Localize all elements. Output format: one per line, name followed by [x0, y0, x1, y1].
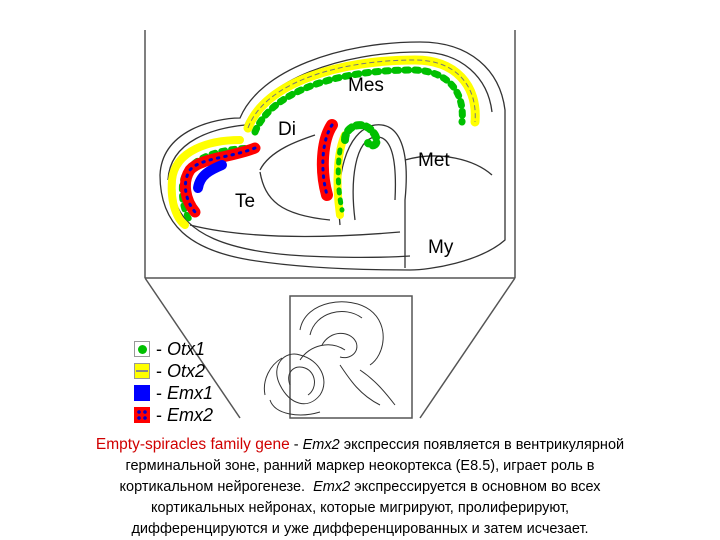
otx1-band-di	[341, 121, 381, 150]
legend-item-otx2: - Otx2	[134, 360, 213, 382]
label-telencephalon: Te	[235, 191, 256, 212]
otx2-band-te	[167, 136, 244, 229]
caption-text-1: экспрессия появляется в вентрикулярной	[339, 437, 625, 453]
otx1-dots-di	[335, 147, 345, 213]
emx1-band-te	[193, 160, 227, 193]
emx2-dots-di	[321, 123, 334, 197]
legend-gene-emx1: Emx1	[167, 382, 214, 403]
otx2-swatch	[134, 363, 150, 379]
otx2-band-mes-outline	[247, 59, 476, 129]
legend-dash: -	[156, 382, 167, 403]
legend-gene-otx2: Otx2	[167, 360, 206, 381]
caption-line-1: Empty-spiracles family gene - Emx2 экспр…	[0, 434, 720, 456]
caption-family: Empty-spiracles family gene	[95, 436, 290, 453]
caption-line-5: дифференцируются и уже дифференцированны…	[131, 521, 589, 537]
legend-dash: -	[156, 404, 167, 425]
caption-line-2: герминальной зоне, ранний маркер неокорт…	[125, 458, 595, 474]
legend-item-emx1: - Emx1	[134, 382, 213, 404]
label-metencephalon: Met	[418, 150, 450, 171]
caption-gene-1: Emx2	[302, 437, 340, 453]
legend: - Otx1 - Otx2 - Emx1 - Emx2	[134, 338, 213, 426]
otx1-swatch	[134, 341, 150, 357]
emx2-dots-te	[183, 146, 257, 214]
legend-dash: -	[156, 360, 167, 381]
legend-dash: -	[156, 338, 167, 359]
legend-gene-emx2: Emx2	[167, 404, 214, 425]
label-myelencephalon: My	[428, 237, 454, 258]
emx2-swatch	[134, 407, 150, 423]
legend-item-otx1: - Otx1	[134, 338, 213, 360]
label-mesencephalon: Mes	[348, 75, 384, 96]
legend-gene-otx1: Otx1	[167, 338, 206, 359]
legend-item-emx2: - Emx2	[134, 404, 213, 426]
embryo-sketch	[263, 301, 396, 416]
caption: Empty-spiracles family gene - Emx2 экспр…	[0, 434, 720, 540]
emx1-swatch	[134, 385, 150, 401]
label-diencephalon: Di	[278, 119, 296, 140]
otx1-band-mes	[251, 66, 466, 136]
brain-expression-diagram	[144, 30, 516, 419]
caption-text-3b: экспрессируется в основном во всех	[350, 479, 601, 495]
frame	[144, 30, 516, 419]
caption-line-4: кортикальных нейронах, которые мигрируют…	[150, 500, 570, 516]
caption-line-3: кортикальном нейрогенезе. Emx2 экспресси…	[0, 477, 720, 498]
caption-text-3: кортикальном нейрогенезе.	[119, 479, 314, 495]
caption-sep: -	[289, 437, 303, 453]
caption-gene-2: Emx2	[313, 479, 351, 495]
